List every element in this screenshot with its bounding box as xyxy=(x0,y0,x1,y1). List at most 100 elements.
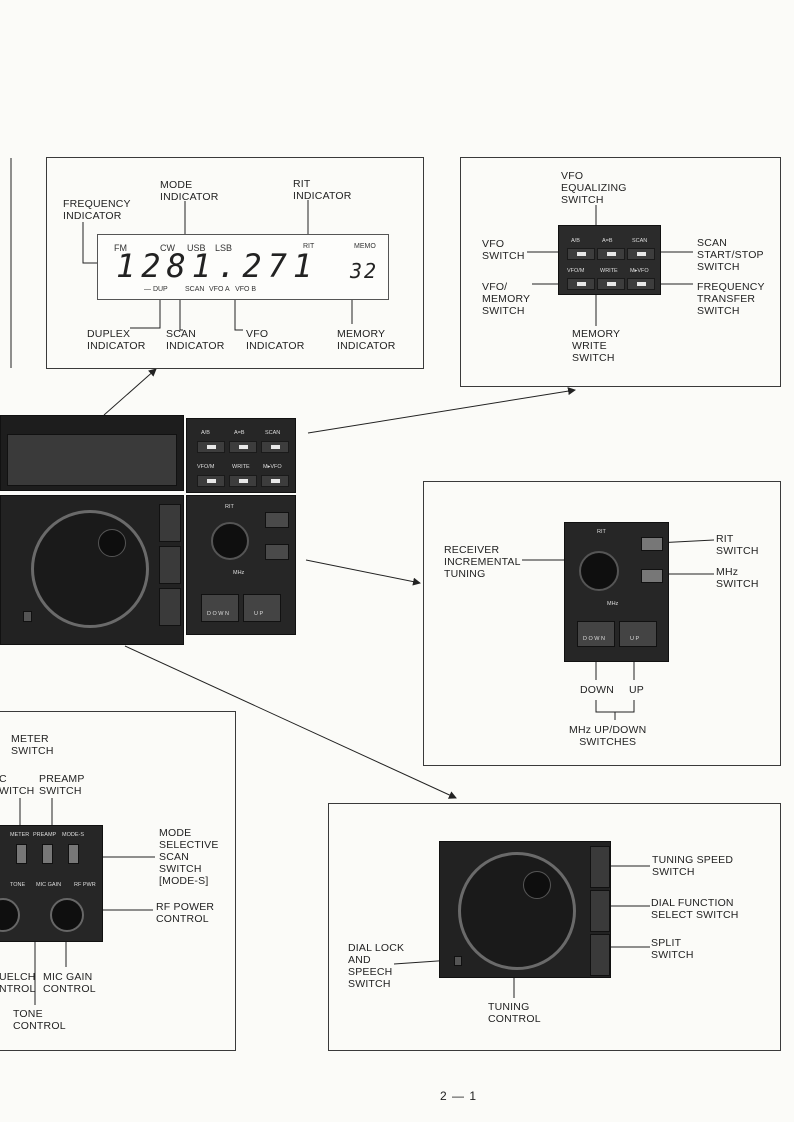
rit-switch-box: RIT MHz D O W N U P RECEIVER INCREMENTAL… xyxy=(423,481,781,766)
vfo-indicator-label: VFO INDICATOR xyxy=(246,328,305,352)
lcd-vfo-tags: VFO A VFO B xyxy=(209,286,257,293)
vfo-switch-box: A/B A=B SCAN VFO/M WRITE M▸VFO VFO EQUAL… xyxy=(460,157,781,387)
vfo-memory-label: VFO/ MEMORY SWITCH xyxy=(482,281,531,317)
radio-side-ts-button[interactable] xyxy=(159,504,181,542)
write-key[interactable] xyxy=(597,278,625,290)
radio-dial-lock-button[interactable] xyxy=(23,611,32,622)
meter-switch-box: METER PREAMP MODE-S TONE MIC GAIN RF PWR… xyxy=(0,711,236,1051)
radio-tuning-knob[interactable] xyxy=(31,510,149,628)
rit-down-panel-label: D O W N xyxy=(583,636,605,642)
radio-side-dfs-button[interactable] xyxy=(159,546,181,584)
lcd-memory-channel: 32 xyxy=(350,259,379,283)
rit-indicator-label: RIT INDICATOR xyxy=(293,178,352,202)
squelch-label: UELCH NTROL xyxy=(0,971,36,995)
lcd-dup-tag: — DUP xyxy=(144,286,168,293)
squelch-knob[interactable] xyxy=(0,898,20,932)
radio-rit-knob[interactable] xyxy=(211,522,249,560)
key-mvfo-label: M▸VFO xyxy=(630,268,649,274)
radio-up-label: U P xyxy=(254,611,264,617)
micgain-panel-label: MIC GAIN xyxy=(36,882,62,888)
tuning-speed-button[interactable] xyxy=(590,846,610,888)
meter-switch-label: METER SWITCH xyxy=(11,733,54,757)
modes-panel-label: MODE-S xyxy=(62,832,84,838)
rf-power-label: RF POWER CONTROL xyxy=(156,901,215,925)
mic-gain-knob[interactable] xyxy=(50,898,84,932)
key-write-label: WRITE xyxy=(600,268,618,274)
meter-switch[interactable] xyxy=(16,844,27,864)
down-label: DOWN xyxy=(580,684,615,696)
frequency-transfer-label: FREQUENCY TRANSFER SWITCH xyxy=(697,281,765,317)
mhz-toggle-switch[interactable] xyxy=(641,569,663,583)
mhz-updown-label: MHz UP/DOWN SWITCHES xyxy=(569,724,647,748)
display-indicator-box: FM CW USB LSB RIT MEMO 1281.271 32 — DUP… xyxy=(46,157,424,369)
radio-up-button[interactable]: U P xyxy=(243,594,281,622)
scan-key[interactable] xyxy=(627,248,655,260)
lcd-rit-tag: RIT xyxy=(303,243,315,250)
radio-mvfo-key[interactable] xyxy=(261,475,289,487)
radio-rit-section: RIT MHz D O W N U P xyxy=(186,495,296,635)
tuning-speed-label: TUNING SPEED SWITCH xyxy=(652,854,734,878)
lcd-fm-tag: FM xyxy=(114,243,127,253)
rit-knob[interactable] xyxy=(579,551,619,591)
vfo-equalizing-label: VFO EQUALIZING SWITCH xyxy=(561,170,627,206)
lcd-memo-tag: MEMO xyxy=(354,243,376,250)
vfo-memory-key[interactable] xyxy=(567,278,595,290)
rit-panel-label: RIT xyxy=(597,529,606,535)
radio-tuning-section xyxy=(0,495,184,645)
radio-aeqb-key[interactable] xyxy=(229,441,257,453)
lcd-display: FM CW USB LSB RIT MEMO 1281.271 32 — DUP… xyxy=(97,234,389,300)
radio-mhz-switch[interactable] xyxy=(265,544,289,560)
rit-up-panel-label: U P xyxy=(630,636,640,642)
rit-toggle-switch[interactable] xyxy=(641,537,663,551)
mode-s-switch[interactable] xyxy=(68,844,79,864)
radio-down-button[interactable]: D O W N xyxy=(201,594,239,622)
radio-rit-label: RIT xyxy=(225,504,234,510)
key-ab-label: A/B xyxy=(571,238,580,244)
dial-lock-button[interactable] xyxy=(454,956,462,966)
radio-key-aeqb-label: A=B xyxy=(234,430,245,436)
radio-vfom-key[interactable] xyxy=(197,475,225,487)
split-switch-label: SPLIT SWITCH xyxy=(651,937,694,961)
tone-control-label: TONE CONTROL xyxy=(13,1008,66,1032)
radio-rit-switch[interactable] xyxy=(265,512,289,528)
tuning-control-label: TUNING CONTROL xyxy=(488,1001,541,1025)
rit-panel: RIT MHz D O W N U P xyxy=(564,522,669,662)
radio-mhz-label: MHz xyxy=(233,570,245,576)
radio-scan-key[interactable] xyxy=(261,441,289,453)
scan-indicator-label: SCAN INDICATOR xyxy=(166,328,225,352)
dial-function-button[interactable] xyxy=(590,890,610,932)
dial-function-label: DIAL FUNCTION SELECT SWITCH xyxy=(651,897,739,921)
dial-lock-label: DIAL LOCK AND SPEECH SWITCH xyxy=(348,942,405,990)
scan-start-stop-label: SCAN START/STOP SWITCH xyxy=(697,237,764,273)
mic-gain-label: MIC GAIN CONTROL xyxy=(43,971,96,995)
radio-front-panel: A/B A=B SCAN VFO/M WRITE M▸VFO RIT MHz D… xyxy=(0,415,300,655)
memory-write-label: MEMORY WRITE SWITCH xyxy=(572,328,621,364)
radio-ab-key[interactable] xyxy=(197,441,225,453)
vfo-equalize-key[interactable] xyxy=(597,248,625,260)
memory-indicator-label: MEMORY INDICATOR xyxy=(337,328,396,352)
vfo-key-panel: A/B A=B SCAN VFO/M WRITE M▸VFO xyxy=(558,225,661,295)
lcd-usb-tag: USB xyxy=(187,243,206,253)
key-aeqb-label: A=B xyxy=(602,238,613,244)
vfo-ab-key[interactable] xyxy=(567,248,595,260)
preamp-panel-label: PREAMP xyxy=(33,832,57,838)
mode-selective-label: MODE SELECTIVE SCAN SWITCH [MODE-S] xyxy=(159,827,219,887)
tuning-knob[interactable] xyxy=(458,852,576,970)
radio-key-scan-label: SCAN xyxy=(265,430,281,436)
split-button[interactable] xyxy=(590,934,610,976)
lcd-lsb-tag: LSB xyxy=(215,243,233,253)
m-vfo-key[interactable] xyxy=(627,278,655,290)
vfo-switch-label: VFO SWITCH xyxy=(482,238,525,262)
key-scan-label: SCAN xyxy=(632,238,648,244)
mhz-switch-label: MHz SWITCH xyxy=(716,566,759,590)
page-number: 2 — 1 xyxy=(440,1089,478,1103)
rit-down-button[interactable]: D O W N xyxy=(577,621,615,647)
receiver-incremental-label: RECEIVER INCREMENTAL TUNING xyxy=(444,544,521,580)
meter-panel-label: METER xyxy=(10,832,30,838)
radio-side-split-button[interactable] xyxy=(159,588,181,626)
radio-write-key[interactable] xyxy=(229,475,257,487)
tuning-panel xyxy=(439,841,611,978)
rit-up-button[interactable]: U P xyxy=(619,621,657,647)
preamp-switch[interactable] xyxy=(42,844,53,864)
up-label: UP xyxy=(629,684,644,696)
